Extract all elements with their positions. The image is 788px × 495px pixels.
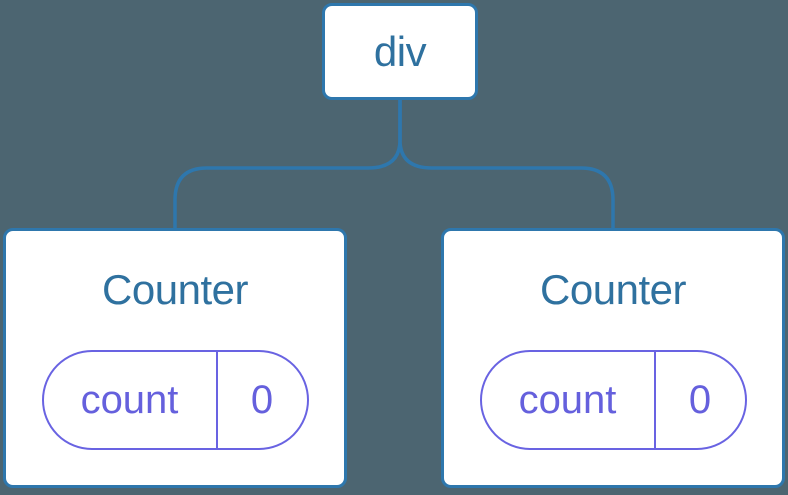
node-div-label: div <box>373 27 427 75</box>
state-key-label: count <box>518 378 617 422</box>
connector-root-to-left-child <box>173 98 402 230</box>
tree-node-div: div <box>322 3 478 100</box>
counter-left-label: Counter <box>102 266 248 313</box>
state-key-cell: count <box>482 352 656 448</box>
state-value-label: 0 <box>688 378 712 422</box>
state-key-label: count <box>80 378 179 422</box>
state-value-cell: 0 <box>656 352 745 448</box>
state-value-cell: 0 <box>218 352 307 448</box>
connector-root-to-right-child <box>398 98 615 230</box>
counter-right-label: Counter <box>540 266 686 313</box>
counter-right-state-pill: count 0 <box>479 350 747 450</box>
state-value-label: 0 <box>250 378 274 422</box>
tree-node-counter-right: Counter count 0 <box>441 228 785 488</box>
tree-node-counter-left: Counter count 0 <box>3 228 347 488</box>
counter-left-state-pill: count 0 <box>41 350 309 450</box>
state-key-cell: count <box>44 352 218 448</box>
